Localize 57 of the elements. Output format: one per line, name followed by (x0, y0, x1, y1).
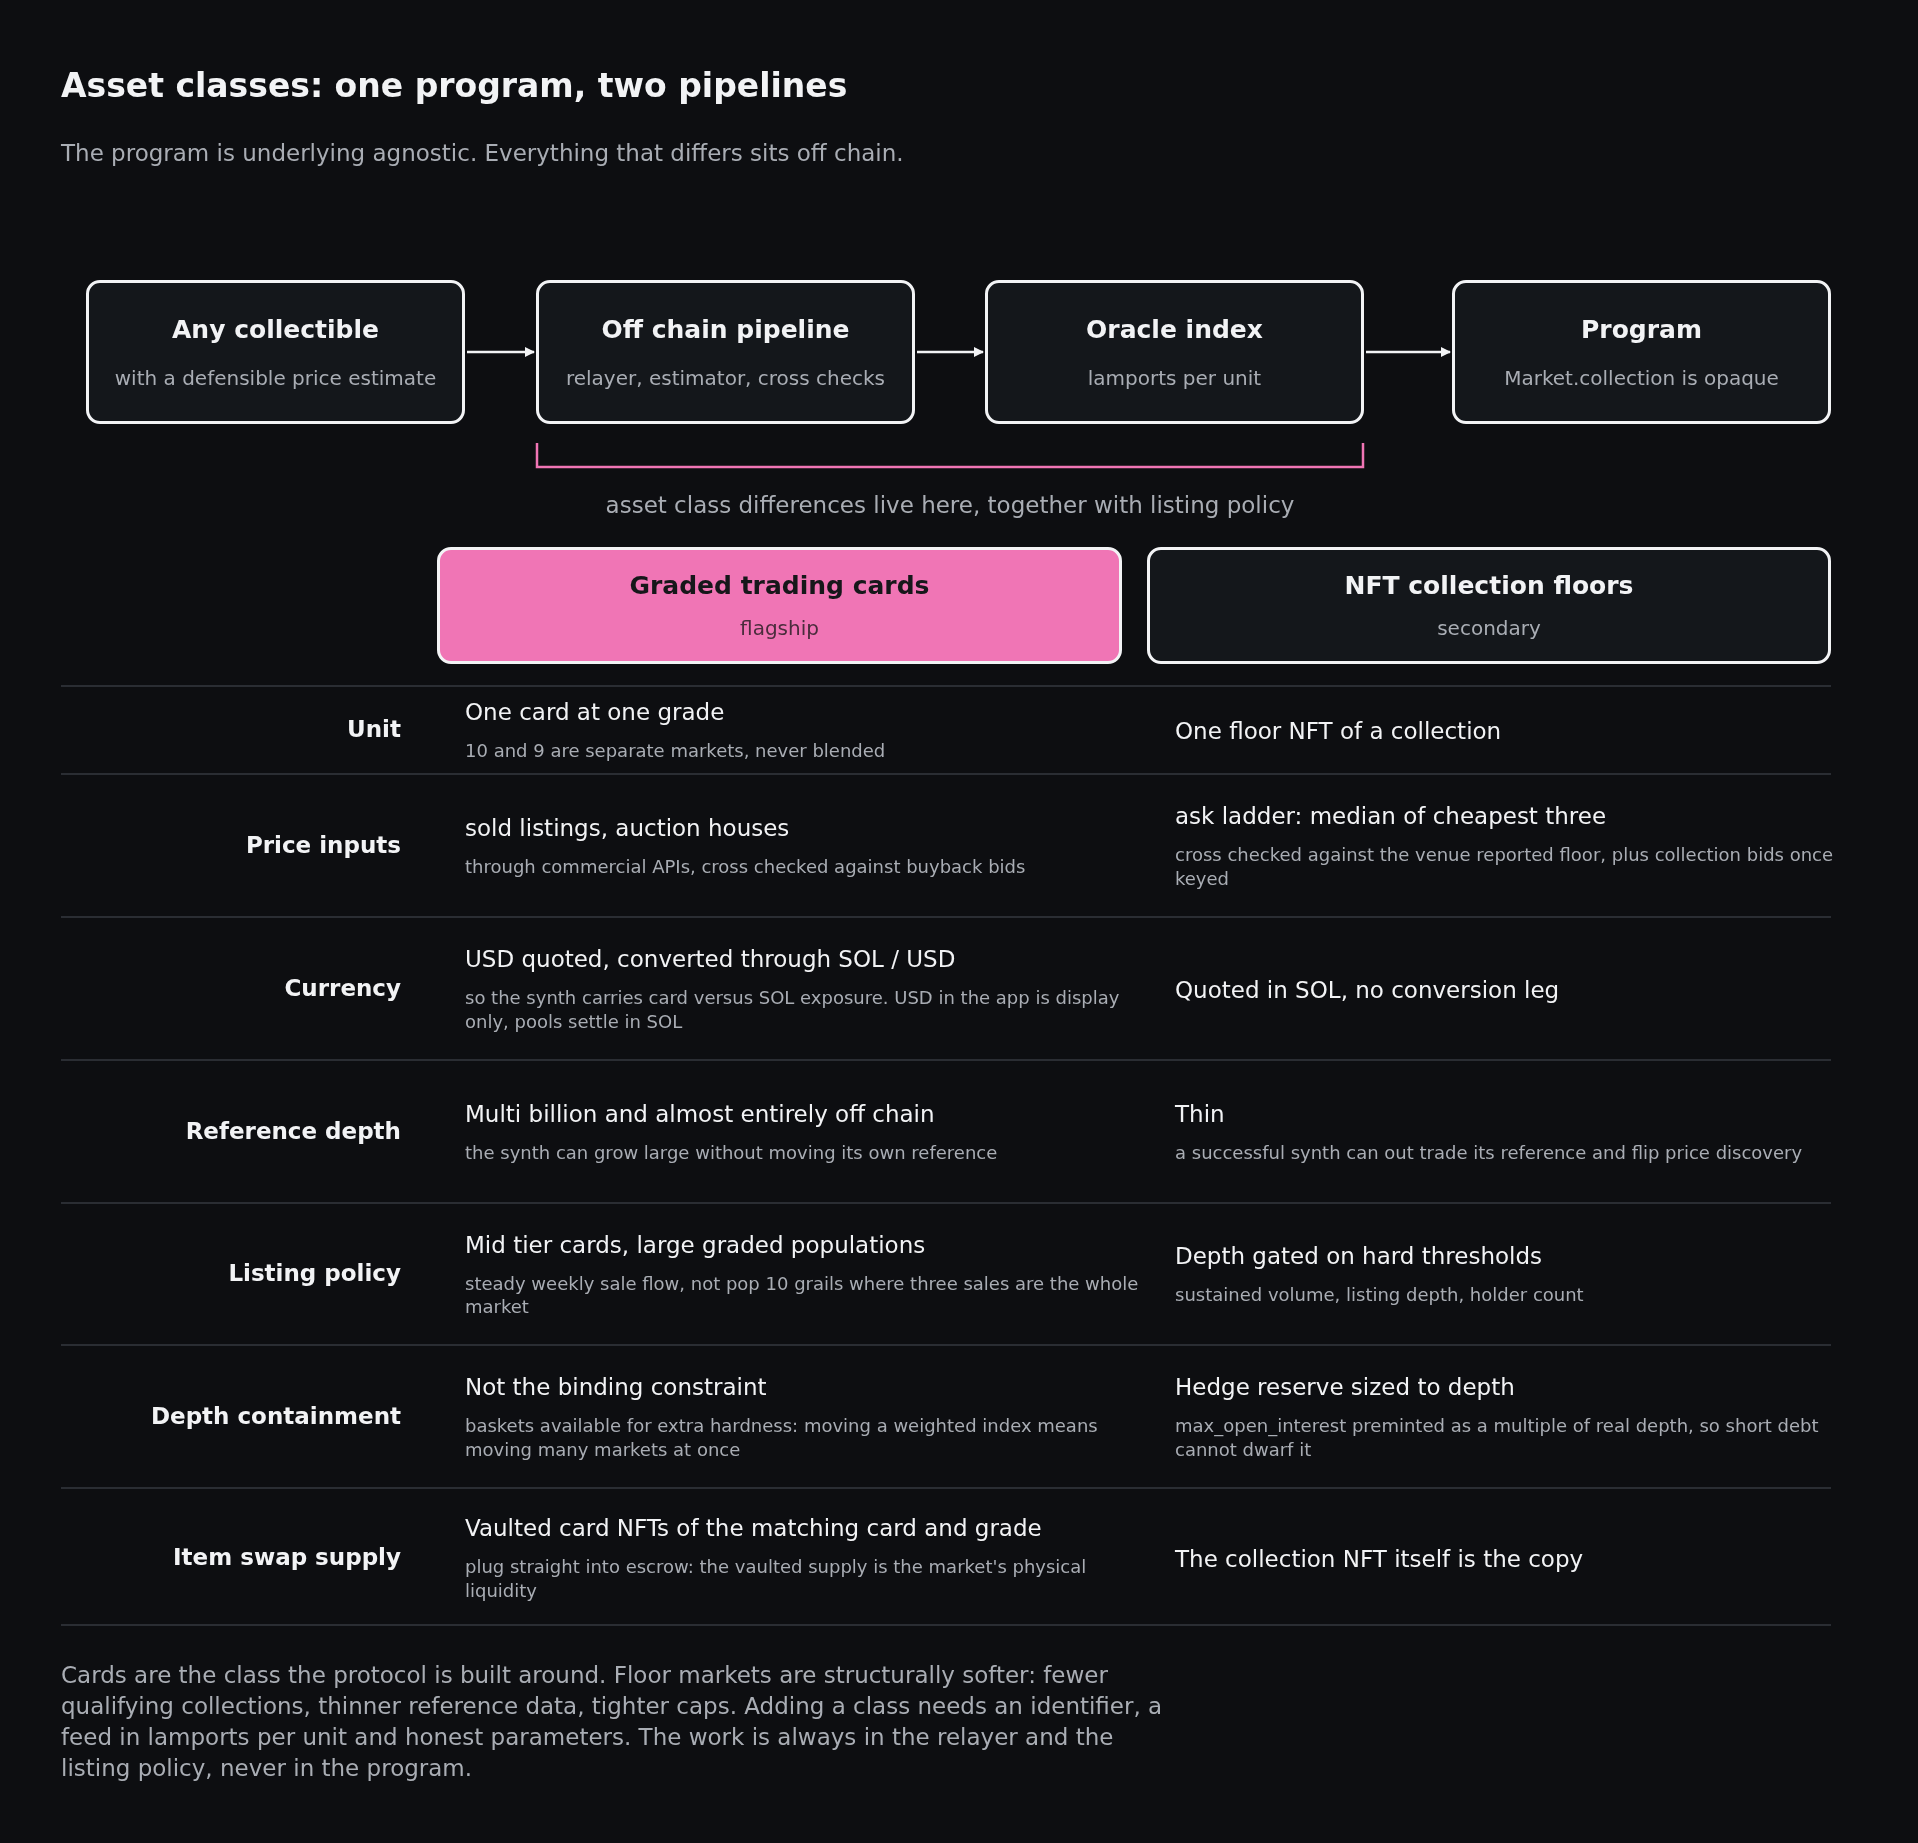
cell-note: a successful synth can out trade its reference and flip price discovery (1175, 1140, 1804, 1165)
row-header: Price inputs (245, 831, 401, 858)
process-box (536, 280, 915, 424)
cell-note: max_open_interest preminted as a multiple of real depth, so short debt cannot dwarf it (1175, 1414, 1820, 1461)
process-box (86, 280, 465, 424)
bracket-label: asset class differences live here, together with listing policy (604, 492, 1296, 518)
cell-text: Hedge reserve sized to depth (1175, 1374, 1516, 1401)
node-subtitle: flagship (740, 616, 819, 640)
cell-note: so the synth carries card versus SOL exposure. USD in the app is display only, pools settle in SOL (465, 986, 1121, 1033)
node-subtitle: Market.collection is opaque (1504, 365, 1779, 390)
node-title: Any collectible (172, 314, 379, 344)
cell-note: cross checked against the venue reported floor, plus collection bids once keyed (1175, 843, 1835, 890)
cell-text: sold listings, auction houses (465, 814, 791, 841)
cell-note: steady weekly sale flow, not pop 10 grails where three sales are the whole market (465, 1271, 1140, 1319)
cell-text: One floor NFT of a collection (1175, 718, 1503, 744)
column-header-box (437, 547, 1122, 664)
cell-text: The collection NFT itself is the copy (1175, 1545, 1585, 1572)
node-subtitle: secondary (1437, 616, 1541, 640)
row-header: Depth containment (150, 1402, 401, 1429)
column-header-box (1147, 547, 1831, 664)
node-title: Oracle index (1086, 314, 1263, 344)
cell-note: through commercial APIs, cross checked against buyback bids (465, 854, 1027, 879)
cell-text: ask ladder: median of cheapest three (1175, 803, 1608, 830)
node-subtitle: lamports per unit (1087, 365, 1262, 390)
node-title: Program (1581, 314, 1702, 344)
arrow (1366, 347, 1451, 357)
arrow (917, 347, 984, 357)
cell-text: Mid tier cards, large graded populations (465, 1231, 927, 1258)
node-title: Graded trading cards (629, 571, 930, 600)
cell-note: baskets available for extra hardness: moving a weighted index means moving many markets at once (465, 1414, 1099, 1461)
arrow (467, 347, 535, 357)
footnote: Cards are the class the protocol is built around. Floor markets are structurally softer: fewer qualifying collections, thinner reference data, tighter caps. Adding a class needs an identifier, a feed in lamports per unit and honest parameters. The work is always in the relayer and the listing policy, never in the program. (61, 1661, 1164, 1784)
cell-note: the synth can grow large without moving its own reference (465, 1140, 999, 1165)
row-header: Item swap supply (173, 1543, 401, 1570)
cell-note: sustained volume, listing depth, holder count (1175, 1283, 1585, 1307)
title: Asset classes: one program, two pipelines (61, 66, 848, 105)
cell-text: Quoted in SOL, no conversion leg (1175, 976, 1561, 1003)
cell-text: Thin (1175, 1100, 1226, 1127)
cell-note: plug straight into escrow: the vaulted supply is the market's physical liquidity (465, 1555, 1088, 1602)
row-header: Listing policy (228, 1260, 401, 1286)
cell-text: Not the binding constraint (465, 1374, 768, 1401)
process-box (985, 280, 1364, 424)
cell-text: Depth gated on hard thresholds (1175, 1243, 1544, 1270)
cell-text: One card at one grade (465, 699, 726, 726)
row-header: Unit (347, 716, 401, 742)
node-subtitle: with a defensible price estimate (114, 365, 437, 390)
cell-text: USD quoted, converted through SOL / USD (465, 946, 957, 973)
node-subtitle: relayer, estimator, cross checks (565, 365, 885, 390)
row-header: Reference depth (185, 1117, 401, 1144)
cell-text: Vaulted card NFTs of the matching card and grade (465, 1515, 1043, 1542)
subtitle: The program is underlying agnostic. Everything that differs sits off chain. (61, 140, 904, 166)
row-header: Currency (284, 974, 401, 1001)
node-title: Off chain pipeline (601, 314, 850, 344)
cell-note: 10 and 9 are separate markets, never blended (465, 739, 887, 763)
node-title: NFT collection floors (1344, 571, 1634, 600)
cell-text: Multi billion and almost entirely off chain (465, 1100, 936, 1127)
process-box (1452, 280, 1831, 424)
